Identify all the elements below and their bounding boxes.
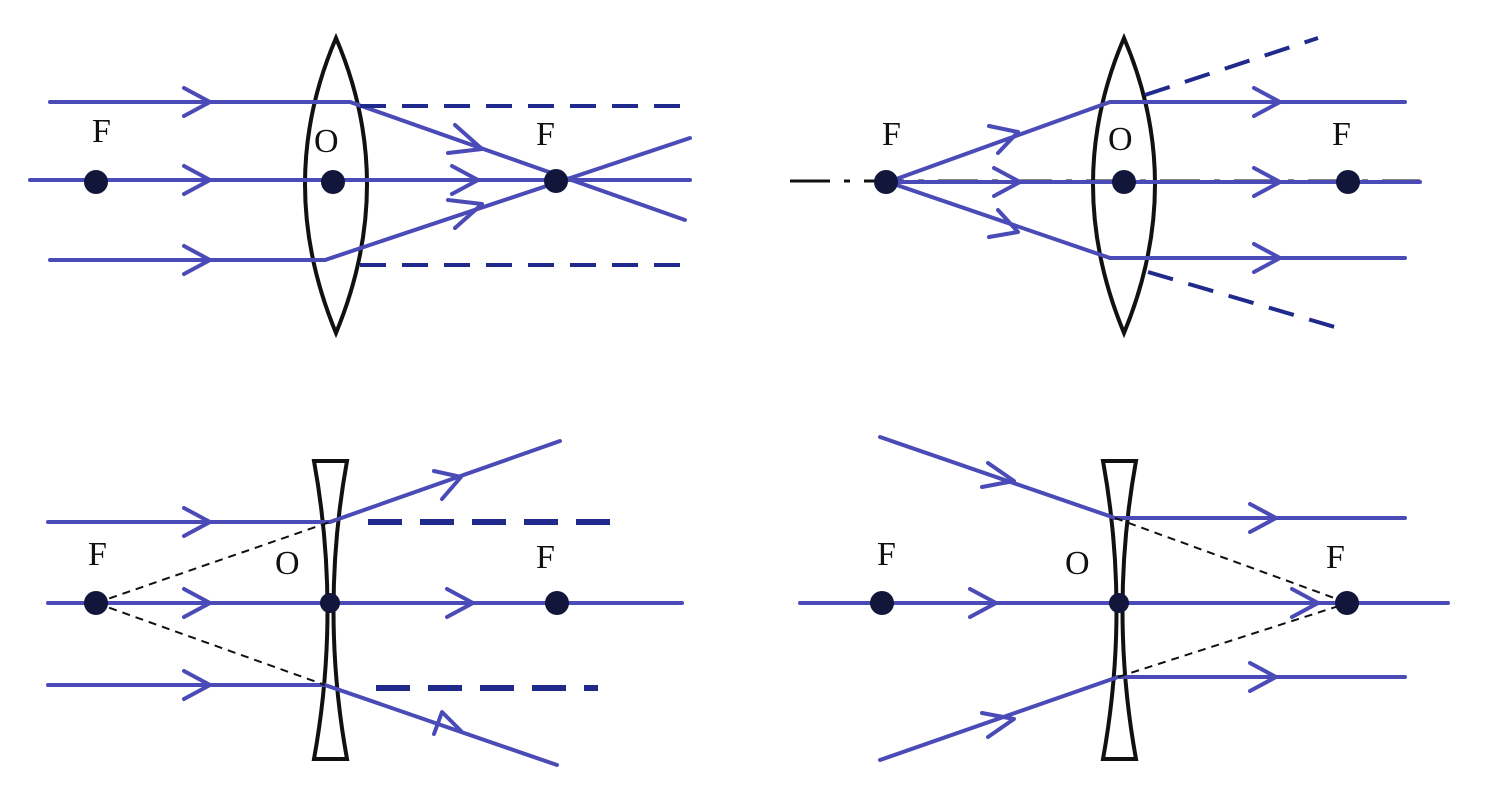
focal-point-left xyxy=(874,170,898,194)
optical-center xyxy=(1109,593,1129,613)
ray-arrows xyxy=(182,86,484,276)
refracted-ray-top xyxy=(328,439,562,524)
ray-from-focus-top xyxy=(886,100,1112,184)
focal-point-left xyxy=(84,591,108,615)
panel-convex-converging: F O F xyxy=(28,32,692,339)
focal-point-left xyxy=(84,170,108,194)
focal-point-right xyxy=(545,591,569,615)
focal-point-right xyxy=(544,169,568,193)
concave-lens xyxy=(311,459,350,761)
label-focus-left: F xyxy=(88,536,107,573)
convex-lens xyxy=(303,32,369,339)
label-center: O xyxy=(275,545,300,582)
focal-point-right xyxy=(1336,170,1360,194)
focal-point-right xyxy=(1335,591,1359,615)
ray-arrows xyxy=(968,461,1320,739)
dashed-extension-bottom xyxy=(1147,270,1339,330)
optical-center xyxy=(1112,170,1136,194)
optical-center xyxy=(320,593,340,613)
label-focus-left: F xyxy=(877,536,896,573)
refracted-ray-top xyxy=(348,100,687,222)
label-center: O xyxy=(314,123,339,160)
refracted-ray-bottom xyxy=(323,136,692,262)
incident-ray-bottom xyxy=(878,675,1120,762)
ray-from-focus-bottom xyxy=(886,180,1112,260)
panel-convex-collimating: F O F xyxy=(790,32,1422,339)
convex-lens xyxy=(1091,32,1157,339)
label-focus-right: F xyxy=(536,116,555,153)
refracted-ray-bottom xyxy=(323,683,559,767)
label-focus-left: F xyxy=(92,113,111,150)
construction-line-bottom xyxy=(95,602,326,686)
label-focus-left: F xyxy=(882,116,901,153)
label-focus-right: F xyxy=(1332,116,1351,153)
panel-concave-collimating: F O F xyxy=(798,435,1450,762)
concave-lens xyxy=(1100,459,1139,761)
incident-ray-top xyxy=(878,435,1117,520)
optical-center xyxy=(321,170,345,194)
label-focus-right: F xyxy=(536,539,555,576)
ray-arrows xyxy=(182,469,475,736)
panel-concave-diverging: F O F xyxy=(46,439,684,767)
focal-point-left xyxy=(870,591,894,615)
ray-arrows xyxy=(987,86,1282,274)
dashed-extension-top xyxy=(1144,36,1319,97)
label-center: O xyxy=(1065,545,1090,582)
label-focus-right: F xyxy=(1326,539,1345,576)
construction-line-top xyxy=(1114,517,1349,604)
construction-line-bottom xyxy=(1117,602,1349,678)
label-center: O xyxy=(1108,121,1133,158)
